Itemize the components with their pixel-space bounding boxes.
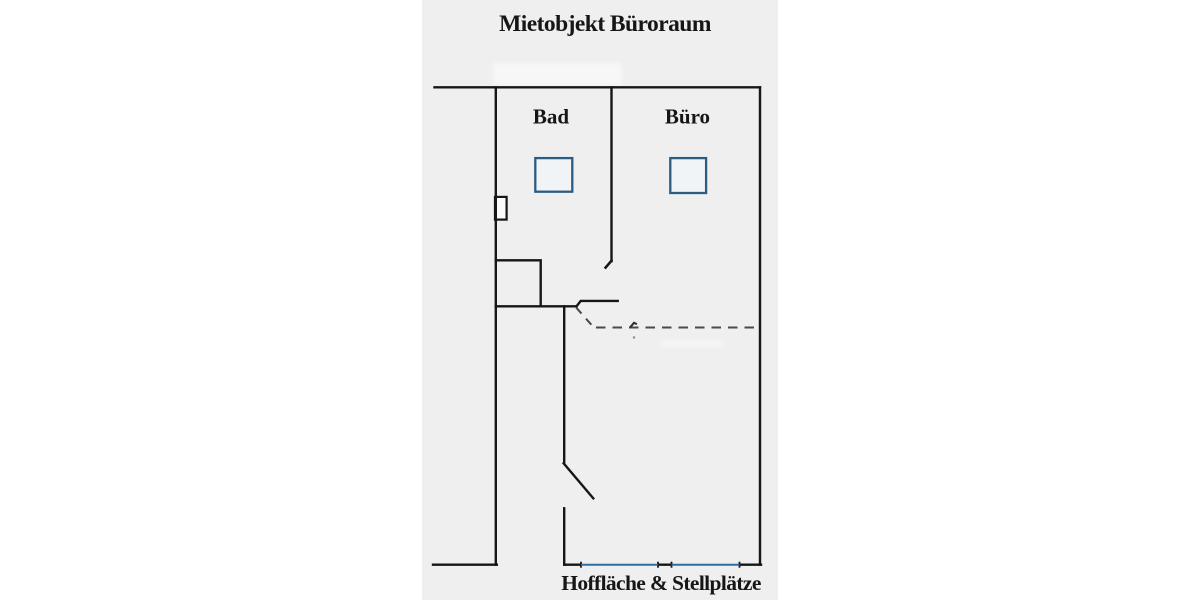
- svg-text:Mietobjekt Büroraum: Mietobjekt Büroraum: [499, 11, 712, 37]
- svg-text:Bad: Bad: [533, 105, 570, 129]
- svg-text:Hoffläche & Stellplätze: Hoffläche & Stellplätze: [561, 571, 761, 595]
- svg-text:Büro: Büro: [665, 105, 710, 129]
